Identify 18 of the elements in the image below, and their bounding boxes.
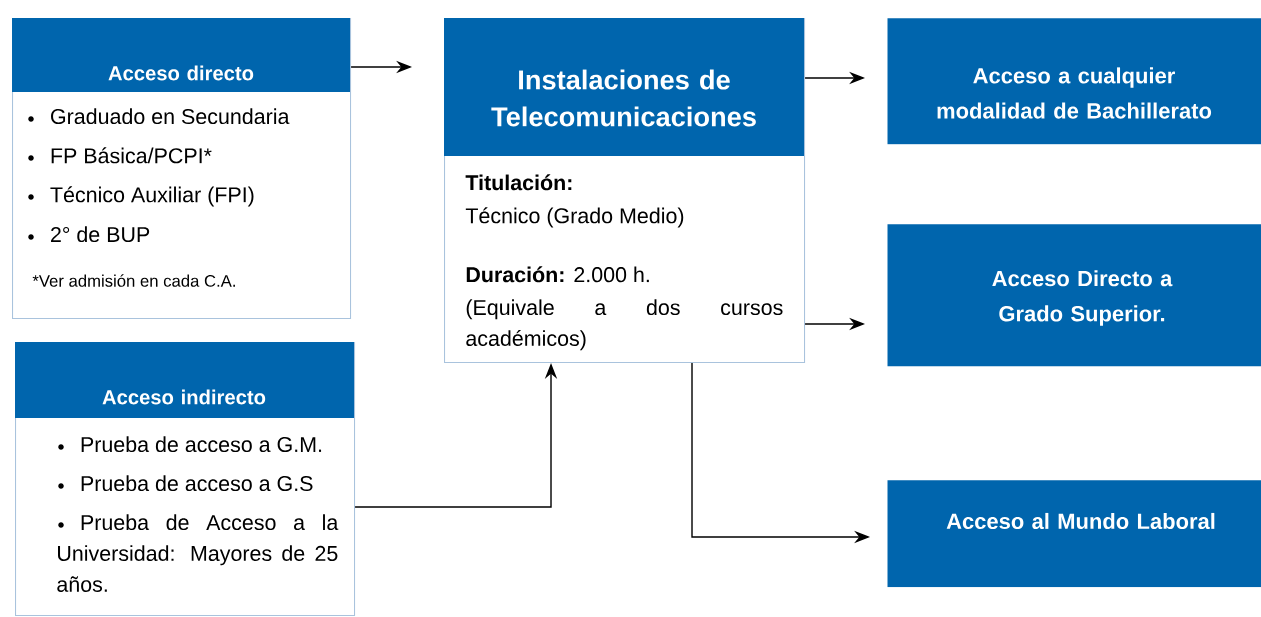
- list-item: Graduado en Secundaria: [28, 108, 290, 125]
- header-band: Acceso indirecto: [15, 342, 354, 418]
- footnote: *Ver admisión en cada C.A.: [32, 274, 235, 287]
- list-item: Técnico Auxiliar (FPI): [28, 186, 254, 207]
- body-text: (Equivale a dos cursos académicos): [466, 299, 783, 351]
- header-band: Acceso directo: [12, 18, 350, 92]
- result-box: Acceso Directo a Grado Superior.: [887, 224, 1261, 367]
- list-item: Prueba de Acceso a la Universidad: Mayores de 25 años.: [57, 514, 339, 592]
- list-item: 2° de BUP: [28, 226, 150, 243]
- result-box: Acceso a cualquier modalidad de Bachillerato: [887, 18, 1261, 145]
- body-text: Técnico (Grado Medio): [465, 207, 684, 228]
- list-item: FP Básica/PCPI*: [28, 147, 212, 164]
- body-text: Duración: 2.000 h.: [466, 266, 649, 283]
- result-box: Acceso al Mundo Laboral: [887, 480, 1261, 588]
- list-item: Prueba de acceso a G.S: [58, 475, 313, 492]
- title-band: Instalaciones de Telecomunicaciones: [444, 18, 804, 156]
- list-item: Prueba de acceso a G.M.: [58, 436, 322, 453]
- field-label: Titulación:: [465, 174, 572, 191]
